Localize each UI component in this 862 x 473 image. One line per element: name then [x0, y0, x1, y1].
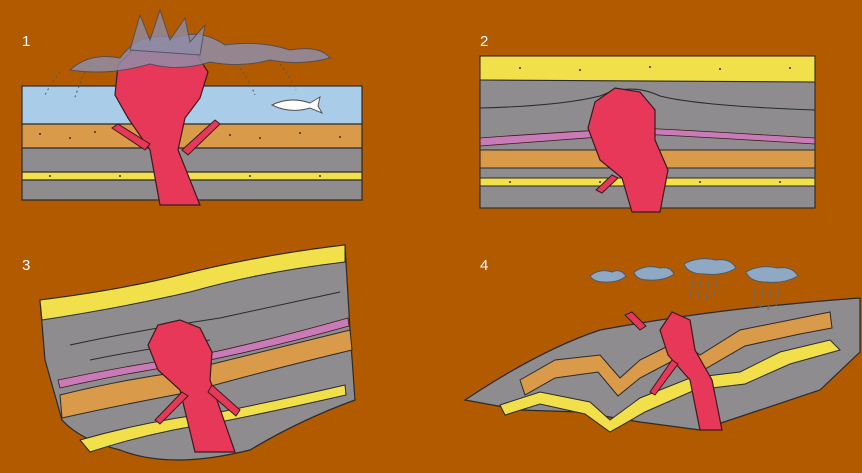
panel-4-eroded-surface: [465, 259, 860, 432]
sandstone-layer: [22, 172, 362, 180]
panel-2-buried-intrusion: [480, 56, 815, 212]
cloud-icon: [590, 271, 626, 282]
panel-1-submarine-eruption: [22, 10, 362, 205]
rain-cloud-icon: [746, 267, 798, 283]
panel-3-folded-strata: [40, 245, 355, 460]
cloud-icon: [634, 267, 674, 280]
sandstone-top: [480, 56, 815, 82]
ash-column: [130, 10, 205, 55]
rain-cloud-icon: [684, 259, 736, 275]
